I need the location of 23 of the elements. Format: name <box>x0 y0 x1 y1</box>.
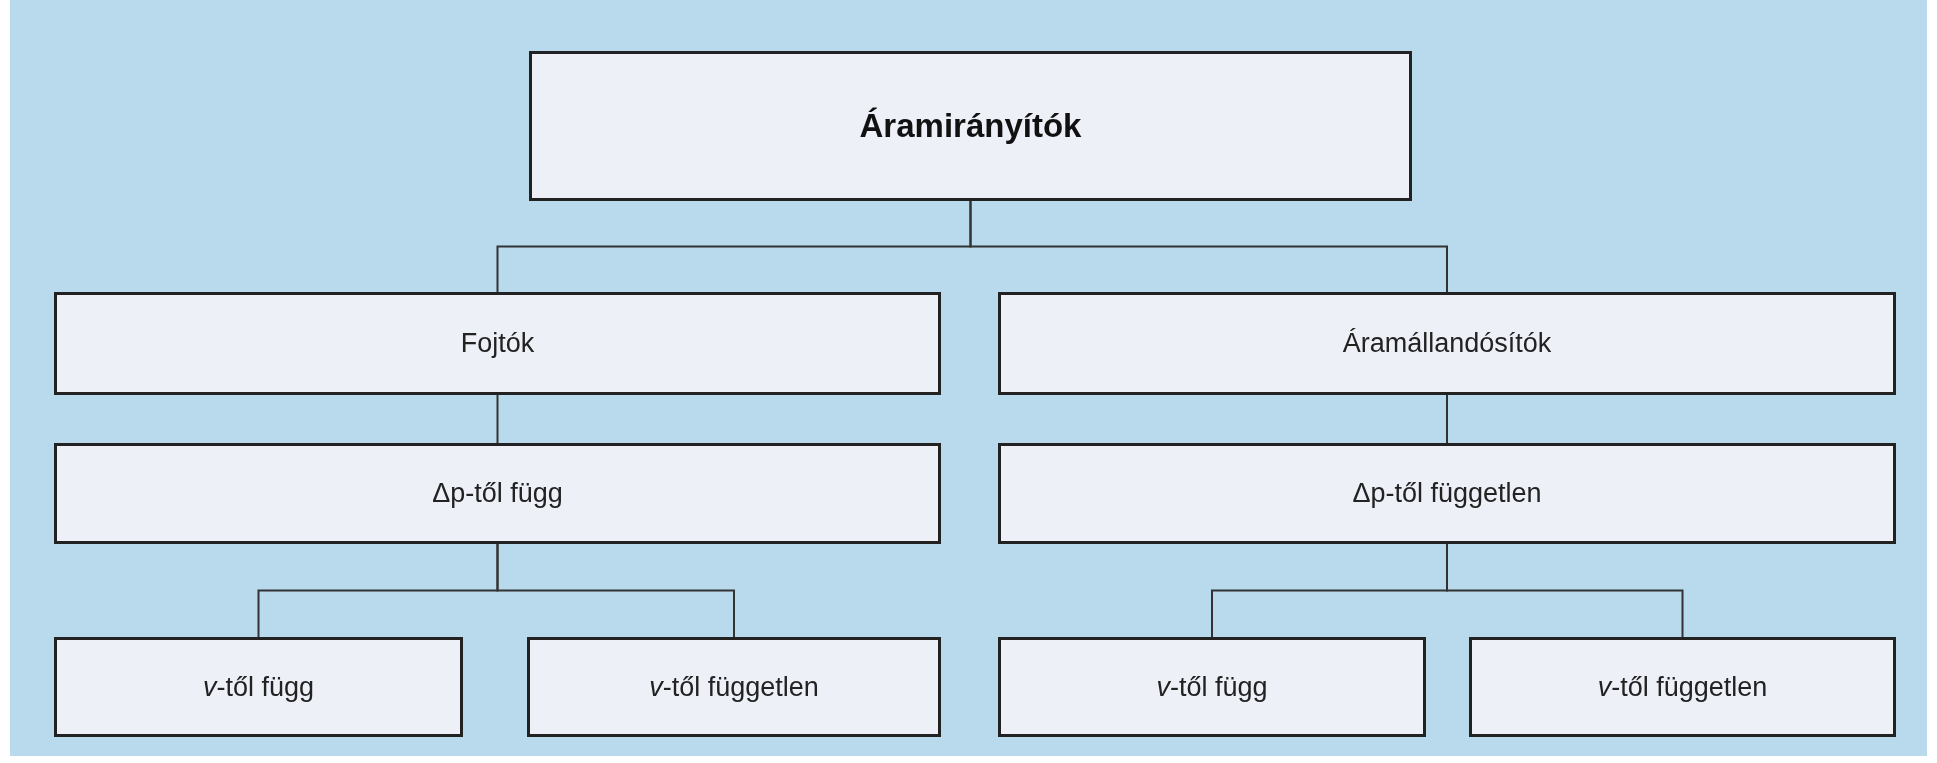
category-box <box>54 443 941 544</box>
box-label: Áramállandósítók <box>1342 327 1552 361</box>
category-box <box>1469 637 1896 737</box>
box-label: v-től függ <box>202 670 315 704</box>
box-label: v-től független <box>649 670 819 704</box>
category-box <box>998 443 1896 544</box>
box-label: Δp-től független <box>1352 477 1542 511</box>
category-box <box>998 292 1896 395</box>
connector-line <box>496 394 499 444</box>
connector-line <box>496 543 735 638</box>
box-label: Δp-től függ <box>432 477 563 511</box>
category-box <box>527 637 941 737</box>
category-box <box>998 637 1426 737</box>
box-label: Fojtók <box>460 327 535 361</box>
connector-line <box>1446 543 1684 638</box>
category-box <box>54 292 941 395</box>
box-label: v-től független <box>1597 670 1768 704</box>
category-box <box>529 51 1412 201</box>
connector-line <box>969 200 1448 293</box>
box-label: v-től függ <box>1156 670 1268 704</box>
connector-line <box>1446 394 1448 444</box>
box-label: Áramirányítók <box>859 106 1082 147</box>
category-box <box>54 637 463 737</box>
